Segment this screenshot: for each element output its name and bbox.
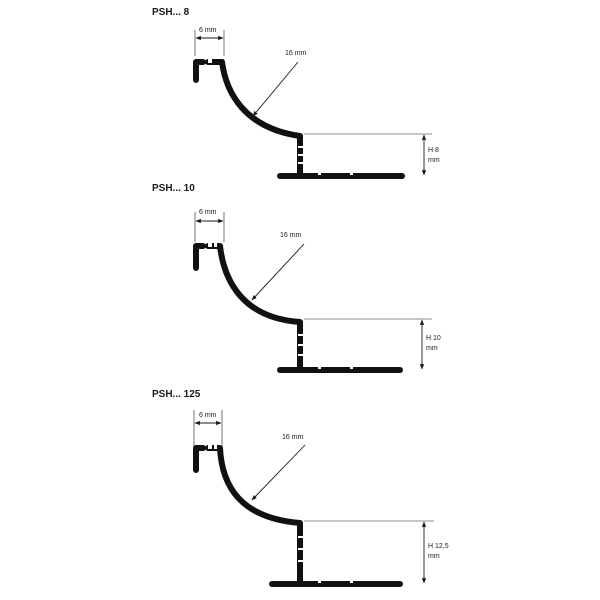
profile-base-groove (350, 367, 353, 369)
profile-lip (193, 59, 206, 83)
height-unit-label: mm (428, 157, 440, 164)
profile-curve (205, 243, 303, 373)
profile-base-groove (318, 173, 321, 175)
profile-rib (298, 354, 304, 356)
profile-notch (214, 445, 217, 449)
profile-psh-125: PSH... 125 6 mm 16 mm H 12,5 mm (152, 389, 449, 587)
profile-base-groove (318, 581, 321, 583)
radius-label: 16 mm (285, 50, 307, 57)
profile-rib (298, 146, 304, 148)
profile-rib (298, 536, 304, 538)
profile-notch (208, 243, 212, 247)
radius-leader-arrow (251, 444, 306, 501)
profile-shape (193, 59, 405, 179)
profile-psh-10: PSH... 10 6 mm 16 mm H 10 mm (152, 183, 441, 373)
height-label: H 12,5 (428, 543, 449, 550)
height-label: H 10 (426, 335, 441, 342)
profile-title: PSH... 10 (152, 183, 195, 194)
width-label: 6 mm (199, 27, 217, 34)
profile-rib (298, 548, 304, 550)
profile-rib (298, 162, 304, 164)
radius-label: 16 mm (280, 232, 302, 239)
profile-rib (298, 344, 304, 346)
radius-leader-arrow (251, 243, 305, 301)
profile-base-groove (350, 581, 353, 583)
profile-lip (193, 243, 206, 271)
radius-leader-arrow (252, 61, 299, 117)
profile-title: PSH... 125 (152, 389, 201, 400)
profile-base-groove (350, 173, 353, 175)
profile-lip (193, 445, 206, 473)
profile-notch (208, 445, 212, 449)
profile-title: PSH... 8 (152, 7, 190, 18)
profile-notch (214, 243, 217, 247)
profile-base-groove (318, 367, 321, 369)
profile-curve (205, 59, 303, 179)
height-unit-label: mm (428, 553, 440, 560)
profile-curve (205, 445, 303, 587)
height-label: H 8 (428, 147, 439, 154)
profile-psh-8: PSH... 8 6 mm 16 mm H 8 mm (152, 7, 440, 179)
width-label: 6 mm (199, 209, 217, 216)
profile-rib (298, 334, 304, 336)
profile-rib (298, 154, 304, 156)
profile-shape (193, 243, 403, 373)
width-label: 6 mm (199, 412, 217, 419)
radius-label: 16 mm (282, 434, 304, 441)
profile-rib (298, 560, 304, 562)
height-unit-label: mm (426, 345, 438, 352)
profile-notch (208, 59, 212, 63)
profile-shape (193, 445, 403, 587)
